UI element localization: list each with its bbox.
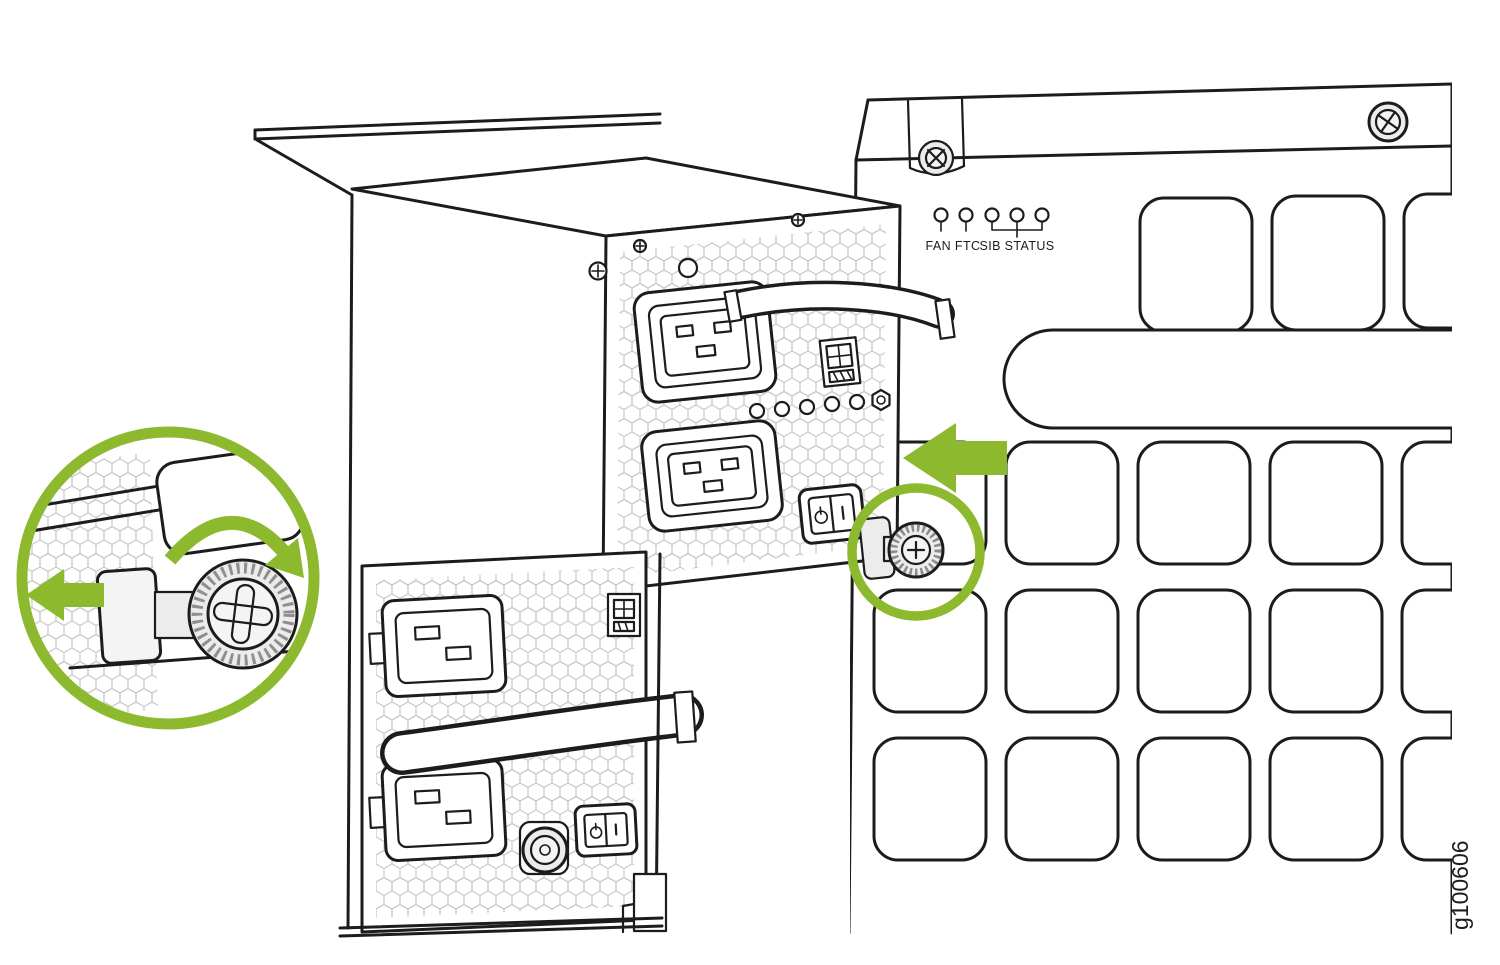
led-icon bbox=[823, 395, 841, 413]
led-icon bbox=[798, 398, 816, 416]
panel-face-top-edge bbox=[854, 144, 1452, 162]
led-group-label-fan-ftc: FAN FTC bbox=[926, 239, 981, 253]
terminal-connector bbox=[606, 592, 642, 638]
psu-led-row bbox=[748, 388, 891, 420]
panel-vent-cutouts bbox=[872, 192, 1452, 862]
power-on-icon bbox=[614, 823, 618, 836]
led-sib-1-icon bbox=[984, 207, 1000, 223]
loosen-direction-left-arrow-icon bbox=[27, 569, 104, 621]
panel-captive-screw-left bbox=[906, 97, 966, 177]
power-standby-icon bbox=[589, 822, 603, 839]
thumbscrew-highlight-ring bbox=[847, 483, 985, 621]
phillips-cross-icon bbox=[212, 583, 274, 645]
upper-power-supply bbox=[350, 156, 956, 593]
lower-psu-handle bbox=[380, 690, 704, 775]
chassis-top-rail bbox=[253, 112, 662, 930]
power-on-icon bbox=[841, 505, 845, 520]
lower-power-switch bbox=[573, 802, 639, 858]
clockwise-rotation-arrow-icon bbox=[164, 515, 304, 578]
led-ftc-icon bbox=[958, 207, 974, 223]
psu-handle bbox=[723, 280, 956, 340]
chassis-bay-frame bbox=[338, 552, 668, 938]
figure-id-caption: g100606 bbox=[1447, 840, 1473, 930]
led-icon bbox=[848, 393, 866, 411]
chassis-left-edge bbox=[346, 193, 354, 930]
led-fan-icon bbox=[933, 207, 949, 223]
callout-cutout bbox=[155, 446, 305, 556]
led-icon bbox=[773, 400, 791, 418]
chassis-foot bbox=[632, 872, 668, 933]
insert-direction-left-arrow-icon bbox=[903, 423, 1007, 493]
panel-captive-screw-right bbox=[1367, 101, 1409, 143]
ac-inlet-upper bbox=[368, 594, 508, 698]
led-icon bbox=[748, 402, 766, 420]
ac-inlet-lower bbox=[368, 758, 508, 862]
power-switch bbox=[797, 483, 867, 545]
lower-psu-thumbscrew bbox=[518, 820, 570, 876]
panel-top-left-corner bbox=[854, 98, 870, 162]
led-indicators: FAN FTC SIB STATUS bbox=[926, 207, 1054, 253]
led-sib-3-icon bbox=[1034, 207, 1050, 223]
terminal-connector bbox=[818, 336, 862, 388]
phillips-cross-icon bbox=[906, 540, 926, 560]
vent-hole bbox=[677, 257, 699, 279]
led-group-label-sib-status: SIB STATUS bbox=[979, 239, 1054, 253]
panel-top-edge bbox=[866, 82, 1452, 102]
callout-ring bbox=[16, 426, 320, 730]
chassis-handle bbox=[1002, 328, 1452, 430]
led-sib-2-icon bbox=[1009, 207, 1025, 223]
psu-top-screws bbox=[632, 212, 806, 254]
callout-thumbscrew bbox=[95, 558, 299, 670]
lower-power-supply bbox=[338, 550, 704, 938]
ac-inlet-lower bbox=[640, 419, 784, 533]
chassis-front-panel: FAN FTC SIB STATUS bbox=[850, 82, 1452, 935]
psu-thumbscrew bbox=[858, 516, 945, 580]
thumbscrew-zoom-callout bbox=[16, 426, 320, 730]
power-standby-icon bbox=[814, 506, 829, 524]
